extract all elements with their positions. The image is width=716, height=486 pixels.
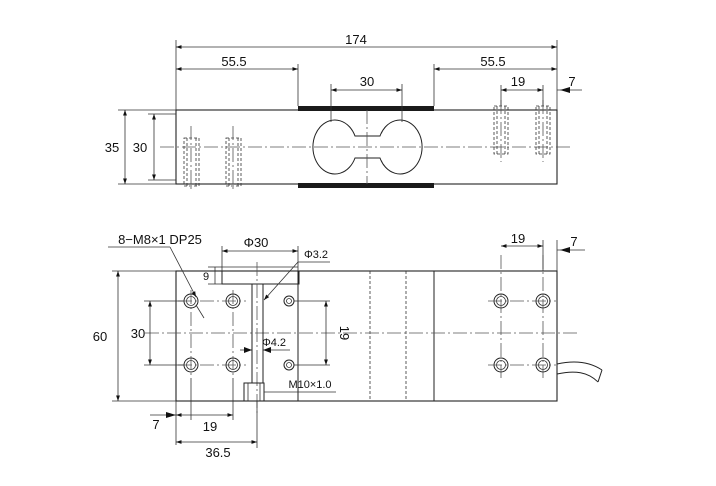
- dim-height-35: 35: [105, 140, 119, 155]
- dim-gap-30: 30: [360, 74, 374, 89]
- dim-width-30: 30: [131, 326, 145, 341]
- dim-depth-9: 9: [203, 271, 209, 283]
- bottom-view-body: [175, 270, 558, 402]
- dim-diameter-30: Φ30: [244, 235, 269, 250]
- top-strain-pad: [298, 106, 434, 111]
- top-right-threaded-holes: [493, 100, 551, 162]
- dim-left-55-5: 55.5: [221, 54, 246, 69]
- dim-diameter-4-2: Φ4.2: [262, 337, 286, 349]
- dim-thread-m10: M10×1.0: [288, 379, 331, 391]
- top-view: 174 55.5 55.5 30 19 7 35 30: [105, 32, 582, 190]
- dim-pitch-19-right: 19: [511, 231, 525, 246]
- dim-edge-7-right: 7: [570, 234, 577, 249]
- left-mounting-holes: [178, 290, 246, 378]
- dim-edge-7-left: 7: [152, 417, 159, 432]
- strain-section: [297, 270, 435, 402]
- dim-edge-7: 7: [568, 74, 575, 89]
- dim-vertical-19: 19: [337, 326, 352, 340]
- dim-width-60: 60: [93, 329, 107, 344]
- dim-pitch-19: 19: [511, 74, 525, 89]
- mounting-plate: [221, 270, 300, 285]
- bottom-view: 60 30 19 19 7 7 19 36.5: [93, 231, 603, 460]
- top-left-threaded-holes: [183, 126, 242, 190]
- signal-cable: [556, 361, 603, 371]
- dim-span-36-5: 36.5: [205, 445, 230, 460]
- dim-pitch-19-left: 19: [203, 419, 217, 434]
- bottom-strain-pad: [298, 183, 434, 188]
- dim-length-174: 174: [345, 32, 367, 47]
- dim-height-30: 30: [133, 140, 147, 155]
- dim-diameter-3-2: Φ3.2: [304, 249, 328, 261]
- right-mounting-holes: [488, 255, 556, 378]
- dim-right-55-5: 55.5: [480, 54, 505, 69]
- dim-thread-spec: 8−M8×1 DP25: [118, 232, 202, 247]
- dumbbell-cutout: [312, 119, 423, 175]
